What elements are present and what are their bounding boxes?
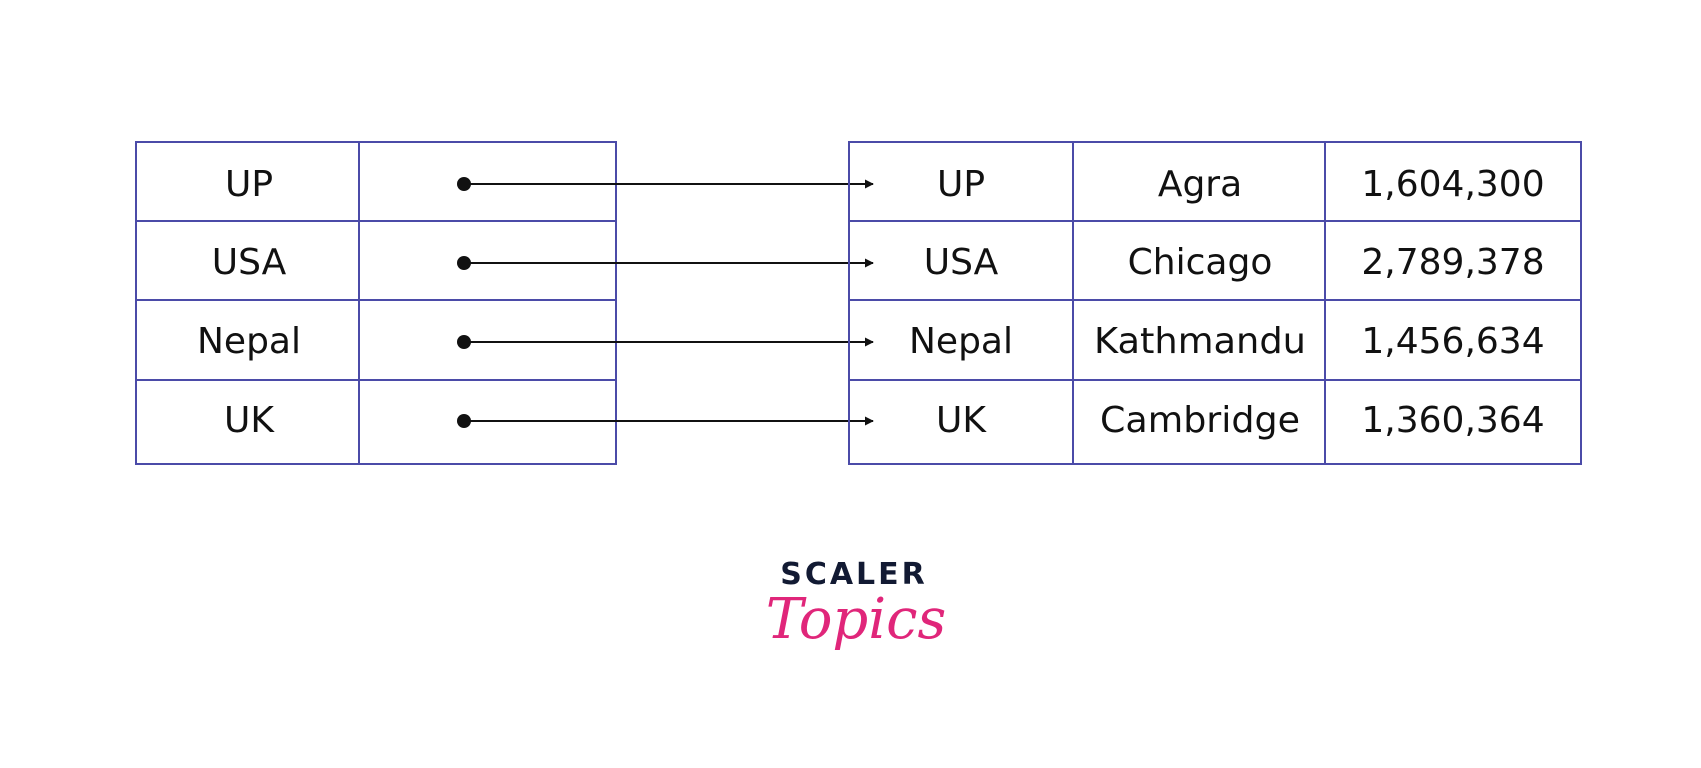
right-table-population: 1,456,634 [1361,321,1544,362]
right-table-key: UK [936,400,987,441]
right-table-population: 2,789,378 [1361,242,1544,283]
right-table-key: UP [937,164,985,205]
left-table-key: USA [212,242,287,283]
right-table-city: Chicago [1128,242,1273,283]
right-table-border [848,141,1582,465]
right-table-city: Kathmandu [1094,321,1306,362]
right-table-population: 1,604,300 [1361,164,1544,205]
logo-scaler-text: SCALER [780,557,928,592]
left-table-key: UK [224,400,275,441]
right-table-population: 1,360,364 [1361,400,1544,441]
right-table-key: USA [924,242,999,283]
scaler-topics-logo: SCALER Topics [766,557,947,652]
left-table-keys: UP USA Nepal UK [197,164,301,441]
right-table-populations: 1,604,300 2,789,378 1,456,634 1,360,364 [1361,164,1544,441]
right-table-key: Nepal [909,321,1013,362]
pointers [457,177,874,428]
right-table [848,141,1582,465]
left-table [135,141,617,465]
right-table-keys: UP USA Nepal UK [909,164,1013,441]
left-table-key: UP [225,164,273,205]
left-table-border [135,141,617,465]
right-table-city: Agra [1158,164,1242,205]
left-table-key: Nepal [197,321,301,362]
logo-topics-text: Topics [766,587,947,652]
right-table-city: Cambridge [1100,400,1300,441]
right-table-cities: Agra Chicago Kathmandu Cambridge [1094,164,1306,441]
